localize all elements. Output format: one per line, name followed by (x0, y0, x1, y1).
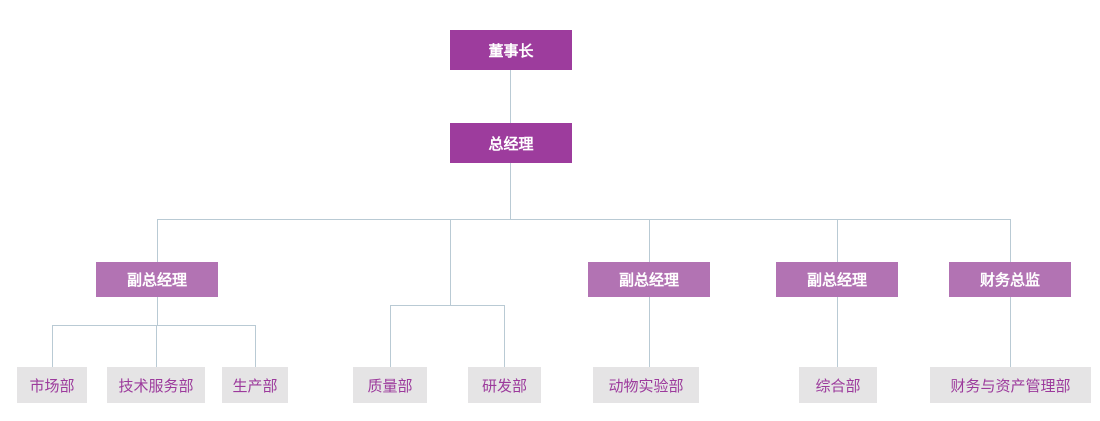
node-dept-finance-asset-management[interactable]: 财务与资产管理部 (930, 367, 1091, 403)
connector-line (52, 325, 53, 367)
connector-line (255, 325, 256, 367)
node-chairman[interactable]: 董事长 (450, 30, 572, 70)
connector-line (504, 305, 505, 367)
connector-line (837, 297, 838, 367)
node-dept-production[interactable]: 生产部 (222, 367, 288, 403)
connector-line (52, 325, 256, 326)
connector-line (649, 219, 650, 262)
node-dept-marketing[interactable]: 市场部 (17, 367, 87, 403)
node-finance-director[interactable]: 财务总监 (949, 262, 1071, 297)
connector-line (157, 219, 158, 262)
connector-line (837, 219, 838, 262)
connector-line (390, 305, 504, 306)
connector-line (450, 219, 451, 305)
node-deputy-gm-3[interactable]: 副总经理 (776, 262, 898, 297)
node-dept-technical-service[interactable]: 技术服务部 (107, 367, 205, 403)
connector-line (390, 305, 391, 367)
node-deputy-gm-1[interactable]: 副总经理 (96, 262, 218, 297)
connector-line (510, 70, 511, 123)
connector-line (156, 325, 157, 367)
connector-line (510, 163, 511, 219)
connector-line (649, 297, 650, 367)
node-general-manager[interactable]: 总经理 (450, 123, 572, 163)
connector-line (157, 297, 158, 325)
connector-line (1010, 219, 1011, 262)
node-dept-research-development[interactable]: 研发部 (468, 367, 541, 403)
node-dept-general-affairs[interactable]: 综合部 (799, 367, 877, 403)
connector-line (1010, 297, 1011, 367)
connector-line (157, 219, 1011, 220)
node-dept-quality[interactable]: 质量部 (353, 367, 427, 403)
node-dept-animal-experiment[interactable]: 动物实验部 (593, 367, 699, 403)
node-deputy-gm-2[interactable]: 副总经理 (588, 262, 710, 297)
